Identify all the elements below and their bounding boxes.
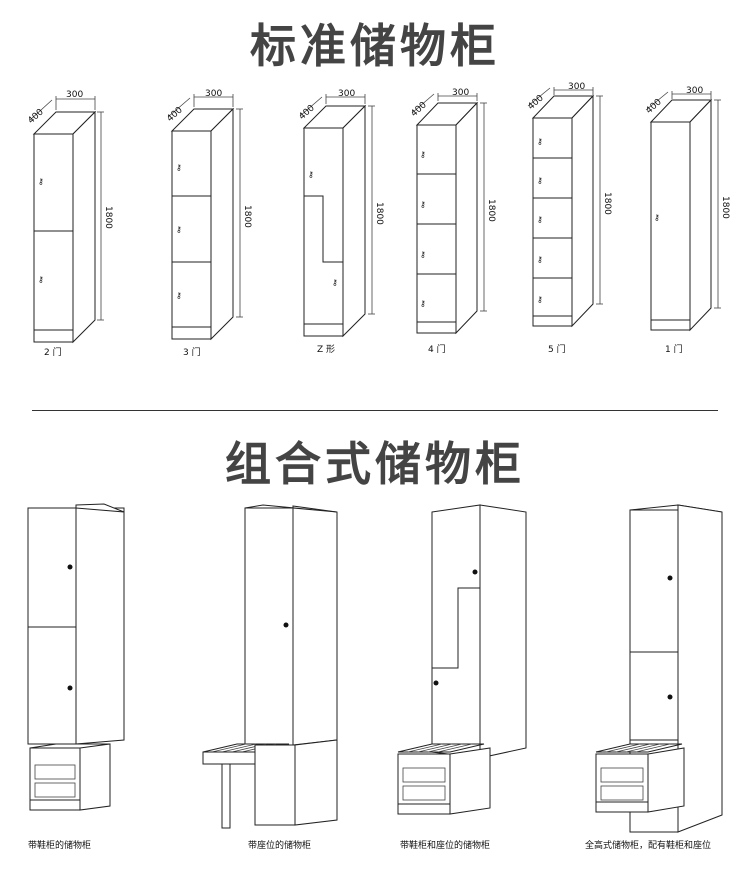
cabinet-label: 5 门 — [548, 343, 566, 355]
cabinet-label: 2 门 — [44, 346, 62, 358]
section-title-standard: 标准储物柜 — [250, 19, 500, 73]
svg-text:⚷: ⚷ — [420, 150, 426, 159]
svg-text:⚷: ⚷ — [308, 170, 314, 179]
cabinet-2-door: ⚷ ⚷ 300 400 1800 2 门 — [26, 90, 113, 358]
dim-width: 300 — [66, 90, 83, 100]
combo-label: 带座位的储物柜 — [248, 839, 311, 851]
svg-text:⚷: ⚷ — [38, 177, 44, 186]
section-title-combination: 组合式储物柜 — [225, 437, 525, 491]
svg-text:⚷: ⚷ — [537, 215, 543, 224]
svg-text:⚷: ⚷ — [420, 299, 426, 308]
dim-height: 1800 — [602, 192, 612, 215]
dim-width: 300 — [452, 88, 469, 98]
svg-text:⚷: ⚷ — [38, 275, 44, 284]
svg-text:⚷: ⚷ — [654, 213, 660, 222]
combo-shoe-and-seat: 带鞋柜和座位的储物柜 — [397, 504, 527, 851]
combo-full-height: 全高式储物柜，配有鞋柜和座位 — [585, 504, 723, 851]
svg-text:⚷: ⚷ — [537, 255, 543, 264]
cabinet-5-door: ⚷ ⚷ ⚷ ⚷ ⚷ 300 400 1800 5 门 — [526, 82, 612, 355]
svg-text:⚷: ⚷ — [420, 200, 426, 209]
cabinet-label: 3 门 — [183, 346, 201, 358]
dim-height: 1800 — [486, 199, 496, 222]
svg-text:⚷: ⚷ — [176, 291, 182, 300]
dim-width: 300 — [338, 89, 355, 99]
svg-text:⚷: ⚷ — [176, 225, 182, 234]
section-divider — [32, 410, 718, 411]
svg-text:⚷: ⚷ — [537, 137, 543, 146]
combo-seat: 带座位的储物柜 — [202, 504, 338, 851]
dim-width: 300 — [686, 86, 703, 96]
dim-depth: 400 — [26, 107, 46, 126]
combo-shoe-cabinet: 带鞋柜的储物柜 — [27, 503, 125, 851]
combo-label: 带鞋柜和座位的储物柜 — [400, 839, 490, 851]
svg-text:⚷: ⚷ — [537, 176, 543, 185]
combo-label: 全高式储物柜，配有鞋柜和座位 — [585, 839, 711, 851]
cabinet-4-door: ⚷ ⚷ ⚷ ⚷ 300 400 1800 4 门 — [409, 88, 496, 355]
svg-text:⚷: ⚷ — [537, 295, 543, 304]
dim-width: 300 — [568, 82, 585, 92]
svg-text:⚷: ⚷ — [176, 163, 182, 172]
cabinet-1-door: ⚷ 300 400 1800 1 门 — [644, 86, 730, 355]
dim-height: 1800 — [374, 202, 384, 225]
dim-width: 300 — [205, 89, 222, 99]
svg-text:⚷: ⚷ — [420, 250, 426, 259]
cabinet-label: Z 形 — [317, 343, 335, 355]
dim-height: 1800 — [242, 205, 252, 228]
dim-height: 1800 — [103, 206, 113, 229]
cabinet-z-shape: ⚷ ⚷ 300 400 1800 Z 形 — [297, 89, 384, 355]
cabinet-3-door: ⚷ ⚷ ⚷ 300 400 1800 3 门 — [165, 89, 252, 358]
cabinet-label: 4 门 — [428, 343, 446, 355]
cabinet-label: 1 门 — [665, 343, 683, 355]
svg-text:⚷: ⚷ — [332, 278, 338, 287]
dim-height: 1800 — [720, 196, 730, 219]
combo-label: 带鞋柜的储物柜 — [28, 839, 91, 851]
